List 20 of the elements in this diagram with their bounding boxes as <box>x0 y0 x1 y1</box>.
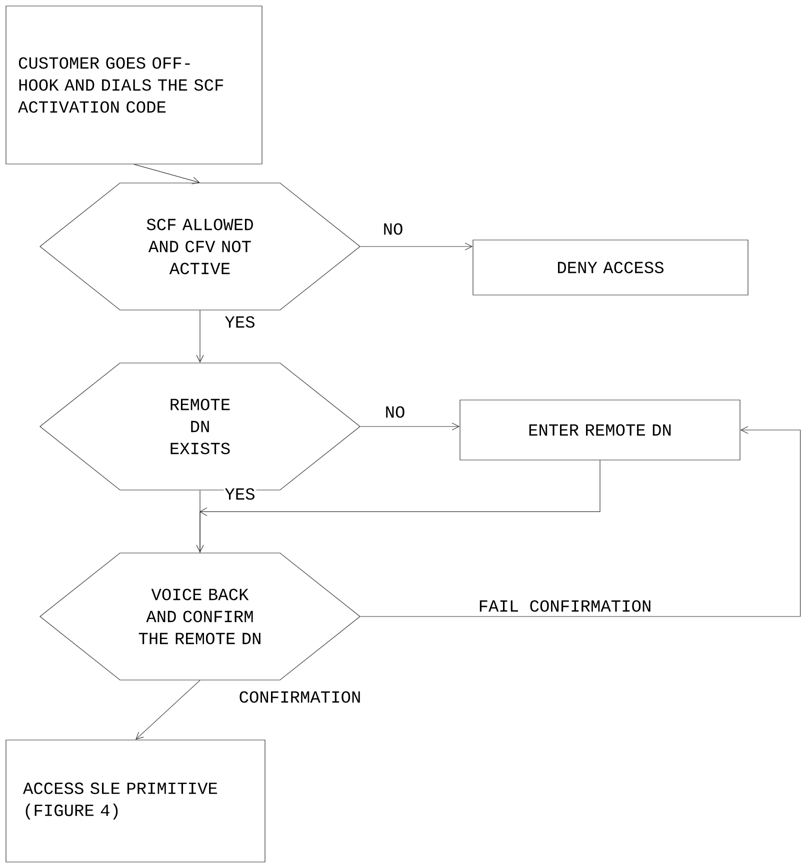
process-box: ACCESS SLE PRIMITIVE (FIGURE 4) <box>6 740 266 862</box>
arrow <box>136 680 200 740</box>
arrow <box>134 164 200 184</box>
edge-label: YES <box>224 315 256 329</box>
arrow <box>360 422 460 430</box>
edge-label: FAIL CONFIRMATION <box>477 599 653 613</box>
arrow <box>199 460 600 553</box>
edge-label: NO <box>382 222 404 236</box>
process-box: CUSTOMER GOES OFF-HOOK AND DIALS THE SCF ACTIVATION CODE <box>6 6 262 164</box>
arrow <box>360 426 801 617</box>
arrow <box>196 310 204 363</box>
process-box: ENTER REMOTE DN <box>460 400 740 460</box>
decision-hexagon: VOICE BACK AND CONFIRM THE REMOTE DN <box>40 552 360 680</box>
arrow <box>196 490 204 553</box>
decision-hexagon: SCF ALLOWED AND CFV NOT ACTIVE <box>40 182 360 310</box>
edge-label: NO <box>384 405 406 419</box>
arrow <box>360 242 473 250</box>
edge-label: CONFIRMATION <box>238 690 362 704</box>
edge-label: YES <box>224 487 256 501</box>
process-box: DENY ACCESS <box>472 240 748 296</box>
